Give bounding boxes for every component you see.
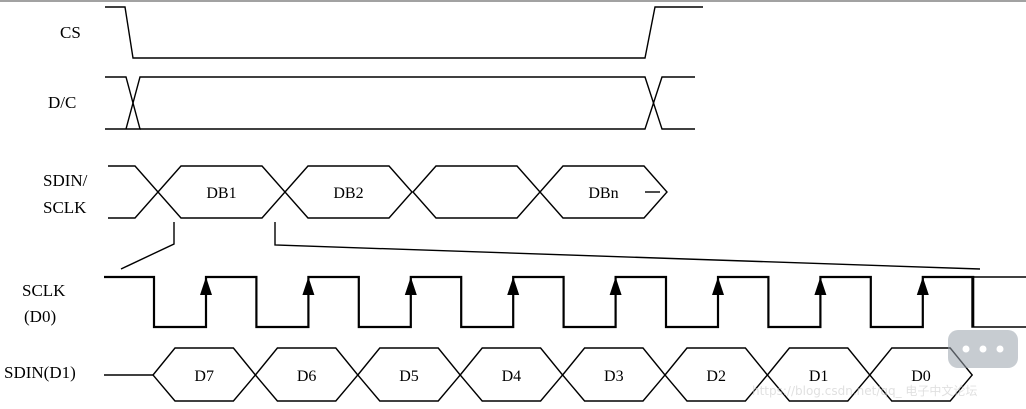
rising-edge-arrow-icon (814, 277, 827, 295)
sdin-d1-label: SDIN(D1) (4, 363, 76, 382)
byte-cell (539, 165, 668, 219)
rising-edge-arrow-icon (200, 277, 212, 295)
bit-stream: D7 D6 D5 D4 D3 D2 D1 D0 (104, 347, 974, 402)
zoom-line-right (274, 222, 981, 270)
cs-waveform (105, 6, 703, 59)
bit-cell-label: D5 (399, 368, 419, 385)
zoom-line-left (120, 222, 175, 270)
bit-cell-label: D2 (706, 368, 726, 385)
byte-stream: DB1 DB2 DBn (108, 165, 668, 219)
watermark-text: https://blog.csdn.net/qq_ 电子中文论坛 (752, 383, 977, 398)
dc-waveform (105, 76, 695, 130)
dc-label: D/C (48, 93, 76, 112)
sclk-tail-low (971, 277, 1026, 328)
sclk-clock-line (104, 275, 975, 329)
bit-cell-label: D7 (194, 368, 214, 385)
byte-cell (412, 165, 541, 219)
sdin-label-line2: SCLK (43, 198, 87, 217)
byte-cell-label: DBn (588, 185, 618, 202)
watermark: https://blog.csdn.net/qq_ 电子中文论坛 (752, 330, 1018, 398)
bit-cell-label: D4 (502, 368, 522, 385)
rising-edge-arrow-icon (916, 277, 929, 295)
byte-cell (284, 165, 413, 219)
sdin-label-line1: SDIN/ (43, 171, 88, 190)
sclk-waveform (104, 275, 975, 329)
rising-edge-arrow-icon (609, 277, 622, 295)
byte-lead-in (108, 165, 159, 219)
rising-edge-arrow-icon (404, 277, 417, 295)
bit-cell-label: D3 (604, 368, 624, 385)
rising-edge-arrow-icon (507, 277, 520, 295)
sclk-label-line2: (D0) (24, 307, 56, 326)
sclk-label-line1: SCLK (22, 281, 66, 300)
byte-cell-label: DB2 (333, 185, 363, 202)
byte-cell-label: DB1 (206, 185, 236, 202)
bit-cell-label: D1 (809, 368, 829, 385)
rising-edge-arrow-icon (302, 277, 315, 295)
rising-edge-arrow-icon (712, 277, 724, 295)
bit-cell-label: D0 (911, 368, 931, 385)
bit-cell-label: D6 (297, 368, 317, 385)
cs-label: CS (60, 23, 81, 42)
bit-cell (868, 347, 974, 402)
